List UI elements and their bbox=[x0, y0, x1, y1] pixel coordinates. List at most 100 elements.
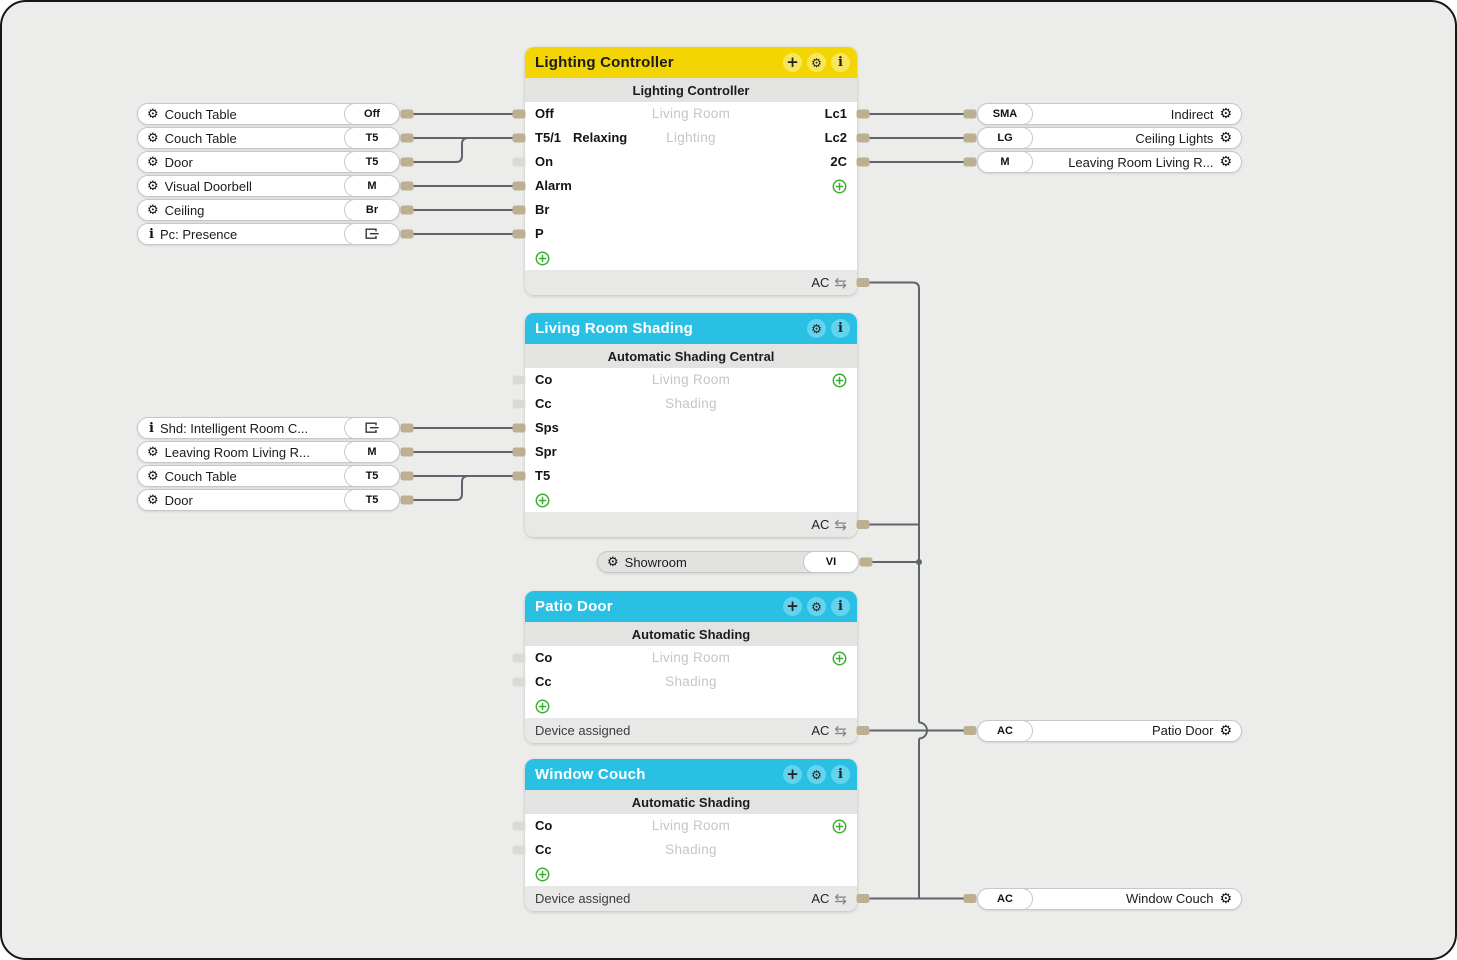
output-label[interactable]: Lc2 bbox=[824, 130, 847, 145]
connector-stub[interactable] bbox=[512, 157, 526, 167]
input-label[interactable]: Alarm bbox=[535, 178, 572, 193]
wire[interactable] bbox=[405, 137, 521, 163]
input-label[interactable]: Co bbox=[535, 818, 553, 833]
connector-stub[interactable] bbox=[512, 399, 526, 409]
connector-stub[interactable] bbox=[859, 557, 873, 567]
info-button[interactable]: i bbox=[831, 319, 850, 338]
connector-stub[interactable] bbox=[512, 423, 526, 433]
info-button[interactable]: i bbox=[831, 765, 850, 784]
gear-icon[interactable]: ⚙ bbox=[1219, 106, 1232, 122]
connector-stub[interactable] bbox=[512, 375, 526, 385]
gear-icon[interactable]: ⚙ bbox=[607, 554, 619, 570]
connector-stub[interactable] bbox=[400, 133, 414, 143]
gear-icon[interactable]: ⚙ bbox=[1219, 154, 1232, 170]
gear-icon[interactable]: ⚙ bbox=[147, 178, 159, 194]
connector-stub[interactable] bbox=[400, 447, 414, 457]
connector-stub[interactable] bbox=[963, 109, 977, 119]
add-input-button[interactable] bbox=[535, 493, 550, 508]
input-label[interactable]: Sps bbox=[535, 420, 559, 435]
plus-button[interactable]: + bbox=[783, 597, 802, 616]
gear-icon[interactable]: ⚙ bbox=[147, 130, 159, 146]
wire[interactable] bbox=[405, 475, 521, 501]
connector-stub[interactable] bbox=[400, 205, 414, 215]
connector-stub[interactable] bbox=[856, 278, 870, 287]
gear-icon[interactable]: ⚙ bbox=[147, 468, 159, 484]
input-label[interactable]: P bbox=[535, 226, 544, 241]
info-button[interactable]: i bbox=[831, 597, 850, 616]
gear-icon[interactable]: ⚙ bbox=[1219, 130, 1232, 146]
input-label[interactable]: Co bbox=[535, 372, 553, 387]
connector-stub[interactable] bbox=[400, 157, 414, 167]
connector-stub[interactable] bbox=[856, 520, 870, 529]
connector-stub[interactable] bbox=[512, 205, 526, 215]
connector-stub[interactable] bbox=[512, 229, 526, 239]
sensor-pill[interactable]: ⚙Leaving Room Living R...M bbox=[137, 441, 400, 463]
connector-stub[interactable] bbox=[963, 894, 977, 903]
connector-stub[interactable] bbox=[963, 133, 977, 143]
add-input-button[interactable] bbox=[535, 251, 550, 266]
connector-stub[interactable] bbox=[400, 109, 414, 119]
input-label[interactable]: On bbox=[535, 154, 554, 169]
gear-icon[interactable]: ⚙ bbox=[147, 202, 159, 218]
gear-icon[interactable]: ⚙ bbox=[1219, 890, 1232, 907]
ac-port-label[interactable]: AC bbox=[811, 891, 830, 906]
connector-stub[interactable] bbox=[400, 181, 414, 191]
plus-button[interactable]: + bbox=[783, 53, 802, 72]
input-label[interactable]: Cc bbox=[535, 842, 552, 857]
wire[interactable] bbox=[863, 281, 920, 723]
input-label[interactable]: Cc bbox=[535, 674, 552, 689]
gear-button[interactable]: ⚙ bbox=[807, 53, 826, 72]
add-output-button[interactable] bbox=[832, 373, 847, 388]
connector-stub[interactable] bbox=[512, 181, 526, 191]
connector-stub[interactable] bbox=[512, 447, 526, 457]
connector-stub[interactable] bbox=[856, 109, 870, 119]
add-input-button[interactable] bbox=[535, 699, 550, 714]
connector-stub[interactable] bbox=[512, 471, 526, 481]
connector-stub[interactable] bbox=[512, 821, 526, 831]
input-label[interactable]: T5 bbox=[535, 468, 551, 483]
gear-button[interactable]: ⚙ bbox=[807, 597, 826, 616]
connector-stub[interactable] bbox=[512, 845, 526, 855]
connector-stub[interactable] bbox=[963, 157, 977, 167]
ac-port-label[interactable]: AC bbox=[811, 517, 830, 532]
input-label[interactable]: Br bbox=[535, 202, 550, 217]
add-input-button[interactable] bbox=[535, 867, 550, 882]
gear-icon[interactable]: ⚙ bbox=[147, 154, 159, 170]
connector-stub[interactable] bbox=[400, 495, 414, 505]
add-output-button[interactable] bbox=[832, 179, 847, 194]
add-output-button[interactable] bbox=[832, 651, 847, 666]
connector-stub[interactable] bbox=[512, 677, 526, 687]
ac-port-label[interactable]: AC bbox=[811, 723, 830, 738]
output-label[interactable]: Lc1 bbox=[824, 106, 847, 121]
connector-stub[interactable] bbox=[512, 133, 526, 143]
gear-icon[interactable]: ⚙ bbox=[147, 492, 159, 508]
connector-stub[interactable] bbox=[512, 109, 526, 119]
connector-stub[interactable] bbox=[400, 471, 414, 481]
input-label[interactable]: Cc bbox=[535, 396, 552, 411]
gear-icon[interactable]: ⚙ bbox=[147, 106, 159, 122]
gear-icon[interactable]: ⚙ bbox=[1219, 722, 1232, 739]
connector-stub[interactable] bbox=[963, 726, 977, 735]
ac-port-label[interactable]: AC bbox=[811, 275, 830, 290]
info-button[interactable]: i bbox=[831, 53, 850, 72]
